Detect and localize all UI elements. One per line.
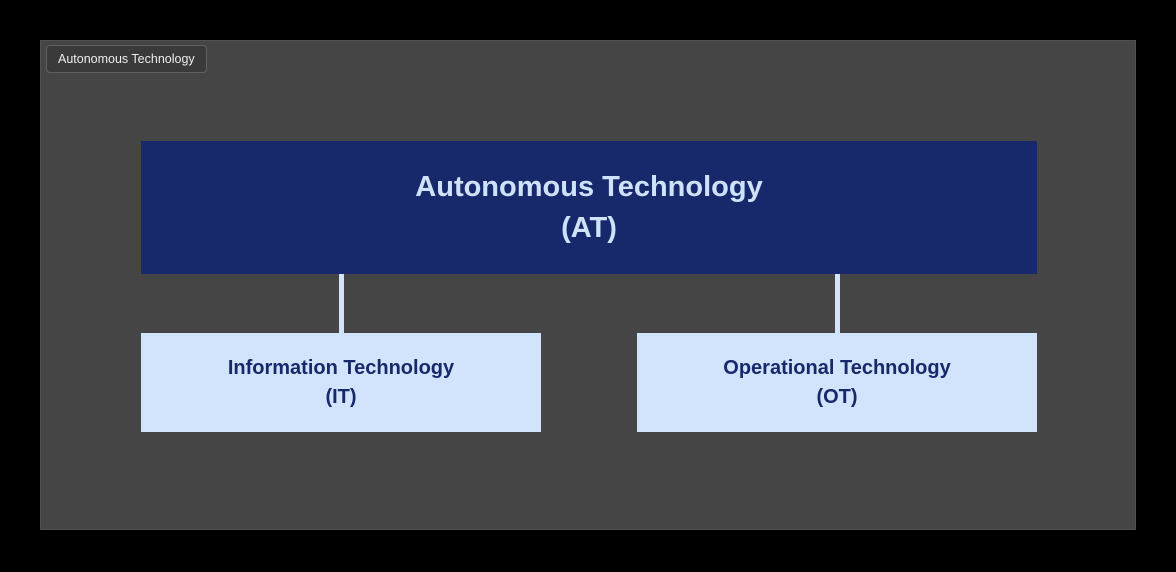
diagram-canvas: Autonomous Technology Autonomous Technol… xyxy=(40,40,1136,530)
node-title: Information Technology xyxy=(227,356,455,379)
node-abbreviation: (IT) xyxy=(325,385,357,408)
node-information-technology[interactable]: Information Technology (IT) xyxy=(141,333,541,432)
node-autonomous-technology[interactable]: Autonomous Technology (AT) xyxy=(141,141,1037,274)
node-abbreviation: (OT) xyxy=(816,385,858,408)
page-tab[interactable]: Autonomous Technology xyxy=(46,45,207,73)
node-operational-technology[interactable]: Operational Technology (OT) xyxy=(637,333,1037,432)
connector-line-left xyxy=(339,274,344,333)
node-title: Operational Technology xyxy=(723,356,951,379)
node-abbreviation: (AT) xyxy=(561,211,617,244)
connector-line-right xyxy=(835,274,840,333)
node-title: Autonomous Technology xyxy=(415,170,763,203)
